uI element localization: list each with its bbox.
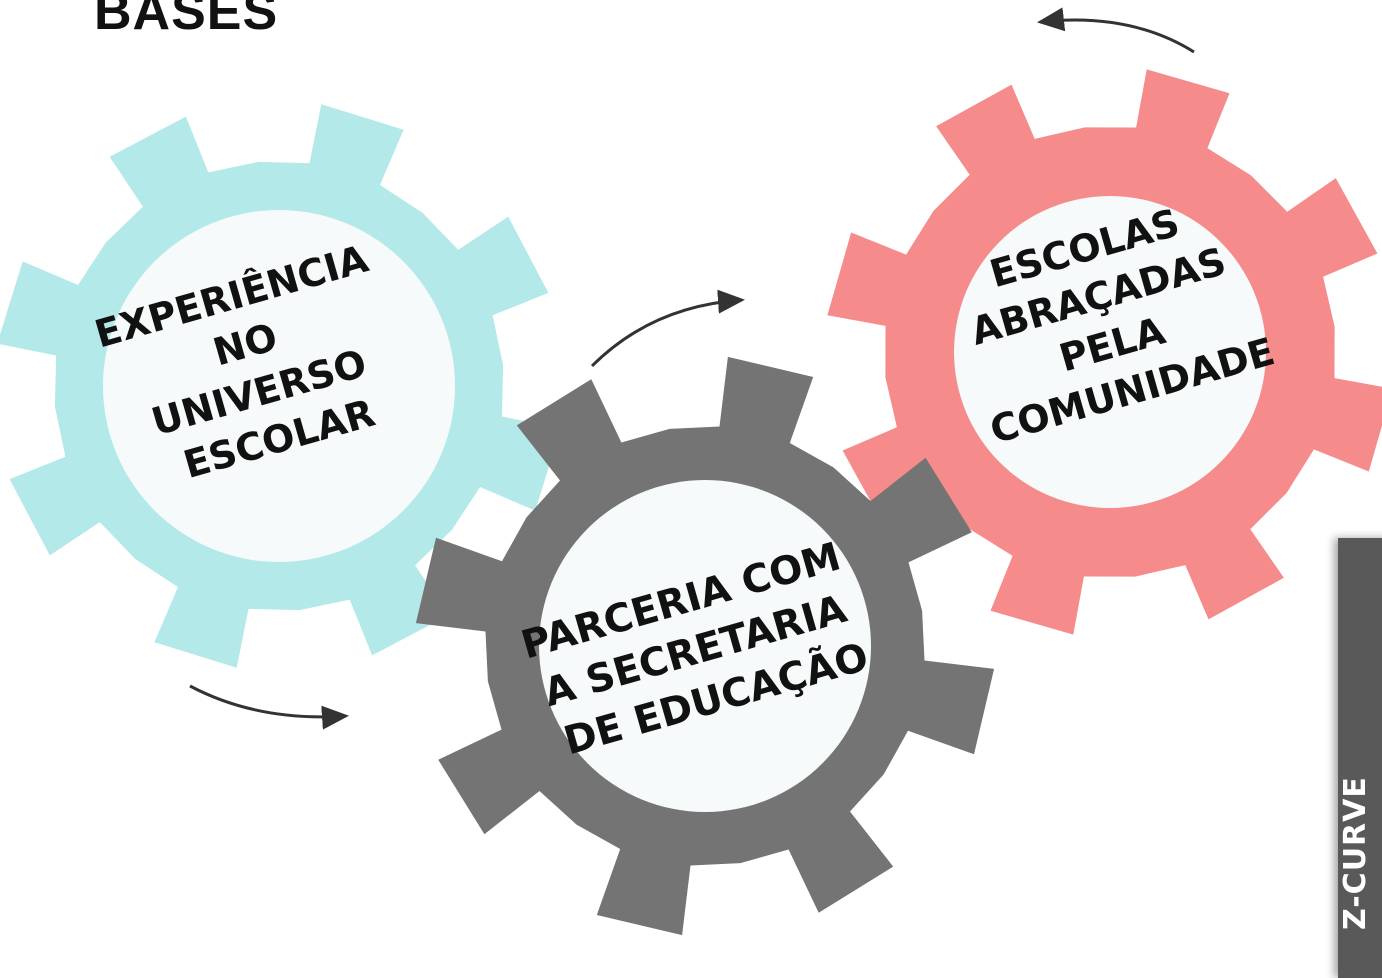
gears-diagram: EXPERIÊNCIA NO UNIVERSO ESCOLAR ESCOLAS …	[0, 7, 1382, 936]
arrow-gray-to-red	[590, 289, 745, 368]
gear-red-center	[954, 196, 1266, 508]
page-title: BASES	[94, 0, 279, 41]
gear-teal-center	[103, 210, 455, 562]
arrow-teal-to-gray	[189, 684, 349, 730]
gear-parceria: PARCERIA COM A SECRETARIA DE EDUCAÇÃO	[415, 356, 995, 936]
gear-gray-center	[539, 480, 871, 812]
arrow-red-loop	[1037, 7, 1195, 54]
side-tab-bar	[1338, 538, 1382, 978]
side-tab-label: Z-CURVE	[1338, 776, 1373, 930]
side-tab[interactable]	[1326, 512, 1382, 978]
gear-escolas: ESCOLAS ABRAÇADAS PELA COMUNIDADE	[827, 69, 1382, 635]
gear-experiencia: EXPERIÊNCIA NO UNIVERSO ESCOLAR	[0, 104, 561, 668]
